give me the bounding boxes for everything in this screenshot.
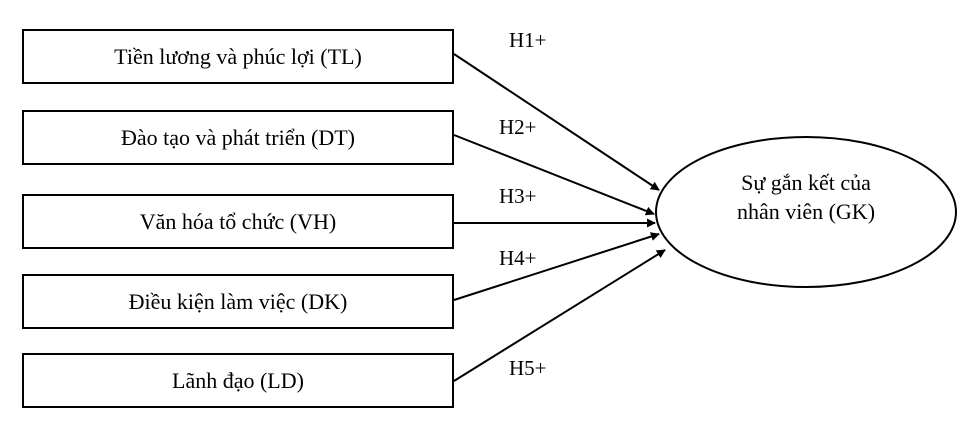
hypothesis-label-h3: H3+	[499, 184, 537, 208]
factor-box-tl: Tiền lương và phúc lợi (TL)	[22, 29, 454, 84]
arrow-h5	[453, 249, 666, 382]
factor-label-ld: Lãnh đạo (LD)	[172, 367, 304, 393]
factor-label-vh: Văn hóa tổ chức (VH)	[139, 208, 337, 234]
hypothesis-label-h4: H4+	[499, 246, 537, 270]
outcome-label-line-1: Sự gắn kết của	[741, 170, 871, 195]
arrow-h4	[453, 232, 660, 301]
hypothesis-label-h2: H2+	[499, 115, 537, 139]
outcome-label: Sự gắn kết của nhân viên (GK)	[661, 168, 951, 226]
outcome-label-line-2: nhân viên (GK)	[736, 199, 876, 224]
hypothesis-label-h5: H5+	[509, 356, 547, 380]
arrow-h2	[453, 134, 655, 216]
factor-box-vh: Văn hóa tổ chức (VH)	[22, 194, 454, 249]
arrow-h1	[453, 53, 660, 191]
factor-box-dk: Điều kiện làm việc (DK)	[22, 274, 454, 329]
hypothesis-label-h1: H1+	[509, 28, 547, 52]
factor-label-dt: Đào tạo và phát triển (DT)	[121, 124, 355, 150]
factor-box-dt: Đào tạo và phát triển (DT)	[22, 110, 454, 165]
outcome-ellipse	[655, 136, 957, 288]
factor-label-dk: Điều kiện làm việc (DK)	[128, 288, 348, 314]
factor-label-tl: Tiền lương và phúc lợi (TL)	[114, 43, 362, 69]
factor-box-ld: Lãnh đạo (LD)	[22, 353, 454, 408]
